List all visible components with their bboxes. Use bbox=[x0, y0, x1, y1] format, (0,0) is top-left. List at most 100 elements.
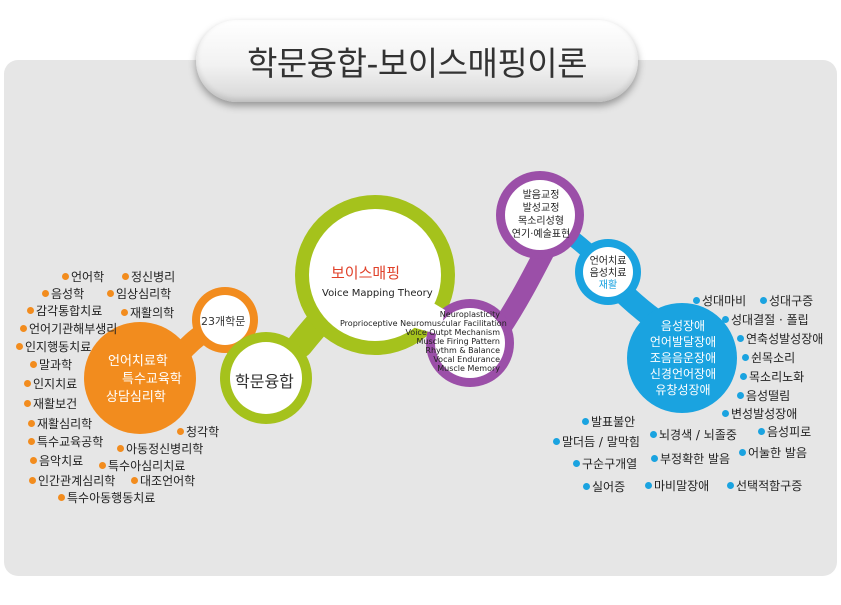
discipline-item: 말과학 bbox=[39, 358, 73, 372]
center-title: 보이스매핑 bbox=[331, 264, 401, 282]
disorder-item: 선택적함구증 bbox=[736, 479, 803, 493]
discipline-item: 감각통합치료 bbox=[36, 304, 103, 318]
center-keywords: Neuroplasticity Proprioceptive Neuromusc… bbox=[340, 310, 507, 373]
disorder-item: 변성발성장애 bbox=[731, 407, 798, 421]
discipline-item: 인지행동치료 bbox=[25, 340, 92, 354]
bullet-dot bbox=[582, 418, 589, 425]
discipline-item: 대조언어학 bbox=[140, 474, 196, 488]
blue-hub-line: 언어발달장애 bbox=[649, 335, 717, 349]
blue-small-text: 언어치료 음성치료 재활 bbox=[584, 256, 632, 292]
blue-hub-line: 신경언어장애 bbox=[649, 367, 717, 381]
discipline-item: 청각학 bbox=[186, 425, 220, 439]
lime-hub-label: 학문융합 bbox=[235, 372, 294, 391]
disorder-item: 부정확한 발음 bbox=[660, 452, 731, 466]
bullet-dot bbox=[739, 449, 746, 456]
bullet-dot bbox=[29, 477, 36, 484]
disorder-item: 성대구증 bbox=[769, 294, 814, 308]
page-title: 학문융합-보이스매핑이론 bbox=[247, 44, 587, 83]
bullet-dot bbox=[121, 309, 128, 316]
bullet-dot bbox=[722, 316, 729, 323]
blue-hub-line: 조음음운장애 bbox=[649, 351, 717, 365]
disorder-item: 음성떨림 bbox=[746, 389, 791, 403]
bullet-dot bbox=[122, 273, 129, 280]
purple-line: 발성교정 bbox=[522, 203, 560, 214]
discipline-item: 아동정신병리학 bbox=[126, 442, 204, 456]
bullet-dot bbox=[645, 482, 652, 489]
keyword: Voice Outpt Mechanism bbox=[405, 328, 500, 337]
bullet-dot bbox=[24, 400, 31, 407]
blue-hub-line: 유창성장애 bbox=[655, 383, 711, 397]
small-orange-label: 23개학문 bbox=[201, 315, 246, 328]
blue-small-line: 음성치료 bbox=[589, 268, 627, 279]
bullet-dot bbox=[131, 477, 138, 484]
orange-hub-line: 특수교육학 bbox=[122, 372, 182, 387]
bullet-dot bbox=[30, 457, 37, 464]
discipline-item: 언어기관해부생리 bbox=[29, 322, 118, 336]
bullet-dot bbox=[30, 361, 37, 368]
discipline-item: 음악치료 bbox=[39, 454, 84, 468]
orange-hub-text: 언어치료학 특수교육학 상담심리학 bbox=[96, 353, 206, 407]
keyword: Proprioceptive Neuromuscular Facilitatio… bbox=[340, 319, 507, 328]
blue-small-highlight: 재활 bbox=[598, 280, 618, 291]
bullet-dot bbox=[20, 325, 27, 332]
discipline-item: 특수교육공학 bbox=[37, 435, 104, 449]
disorder-item: 구순구개열 bbox=[582, 457, 638, 471]
keyword: Rhythm & Balance bbox=[425, 346, 500, 355]
disorder-item: 음성피로 bbox=[767, 425, 812, 439]
keyword: Neuroplasticity bbox=[439, 310, 500, 319]
discipline-item: 음성학 bbox=[51, 287, 85, 301]
orange-hub-line: 언어치료학 bbox=[108, 354, 168, 369]
discipline-item: 특수아동행동치료 bbox=[67, 491, 156, 505]
disorder-item: 쉰목소리 bbox=[751, 351, 796, 365]
disorder-item: 성대결절 · 폴립 bbox=[731, 313, 809, 327]
purple-line: 발음교정 bbox=[522, 190, 560, 201]
bullet-dot bbox=[28, 420, 35, 427]
keyword: Muscle Memory bbox=[437, 364, 500, 373]
disorder-item: 어눌한 발음 bbox=[748, 446, 808, 460]
discipline-item: 인간관계심리학 bbox=[38, 474, 116, 488]
center-subtitle: Voice Mapping Theory bbox=[322, 288, 433, 299]
bullet-dot bbox=[758, 428, 765, 435]
discipline-item: 정신병리 bbox=[131, 270, 176, 284]
bullet-dot bbox=[573, 460, 580, 467]
bullet-dot bbox=[42, 290, 49, 297]
disorder-item: 뇌경색 / 뇌졸중 bbox=[659, 428, 737, 442]
orange-hub bbox=[84, 322, 196, 434]
discipline-item: 재활심리학 bbox=[37, 417, 93, 431]
discipline-item: 임상심리학 bbox=[116, 287, 172, 301]
bullet-dot bbox=[107, 290, 114, 297]
bullet-dot bbox=[740, 373, 747, 380]
discipline-item: 재활보건 bbox=[33, 397, 78, 411]
bullet-dot bbox=[760, 297, 767, 304]
bullet-dot bbox=[16, 343, 23, 350]
bullet-dot bbox=[727, 482, 734, 489]
bullet-dot bbox=[177, 428, 184, 435]
bullet-dot bbox=[742, 354, 749, 361]
discipline-item: 재활의학 bbox=[130, 306, 175, 320]
bullet-dot bbox=[693, 297, 700, 304]
orange-hub-line: 상담심리학 bbox=[106, 390, 166, 405]
bullet-dot bbox=[737, 335, 744, 342]
discipline-item: 언어학 bbox=[71, 270, 105, 284]
bullet-dot bbox=[650, 431, 657, 438]
purple-top-text: 발음교정 발성교정 목소리성형 연기·예술표현 bbox=[505, 189, 577, 241]
disorder-item: 목소리노화 bbox=[749, 370, 805, 384]
bullet-dot bbox=[553, 438, 560, 445]
disorder-item: 연축성발성장애 bbox=[746, 332, 824, 346]
bullet-dot bbox=[722, 410, 729, 417]
disorder-item: 성대마비 bbox=[702, 294, 747, 308]
disorder-item: 마비말장애 bbox=[654, 479, 710, 493]
keyword: Vocal Endurance bbox=[433, 355, 500, 364]
bullet-dot bbox=[58, 494, 65, 501]
keyword: Muscle Firing Pattern bbox=[416, 337, 500, 346]
bullet-dot bbox=[27, 307, 34, 314]
purple-line: 연기·예술표현 bbox=[511, 229, 571, 240]
purple-line: 목소리성형 bbox=[518, 216, 564, 227]
blue-hub-line: 음성장애 bbox=[660, 319, 706, 333]
disorder-item: 발표불안 bbox=[591, 415, 636, 429]
bullet-dot bbox=[24, 380, 31, 387]
disorder-item: 실어증 bbox=[592, 480, 626, 494]
discipline-item: 인지치료 bbox=[33, 377, 78, 391]
blue-hub bbox=[627, 303, 737, 413]
